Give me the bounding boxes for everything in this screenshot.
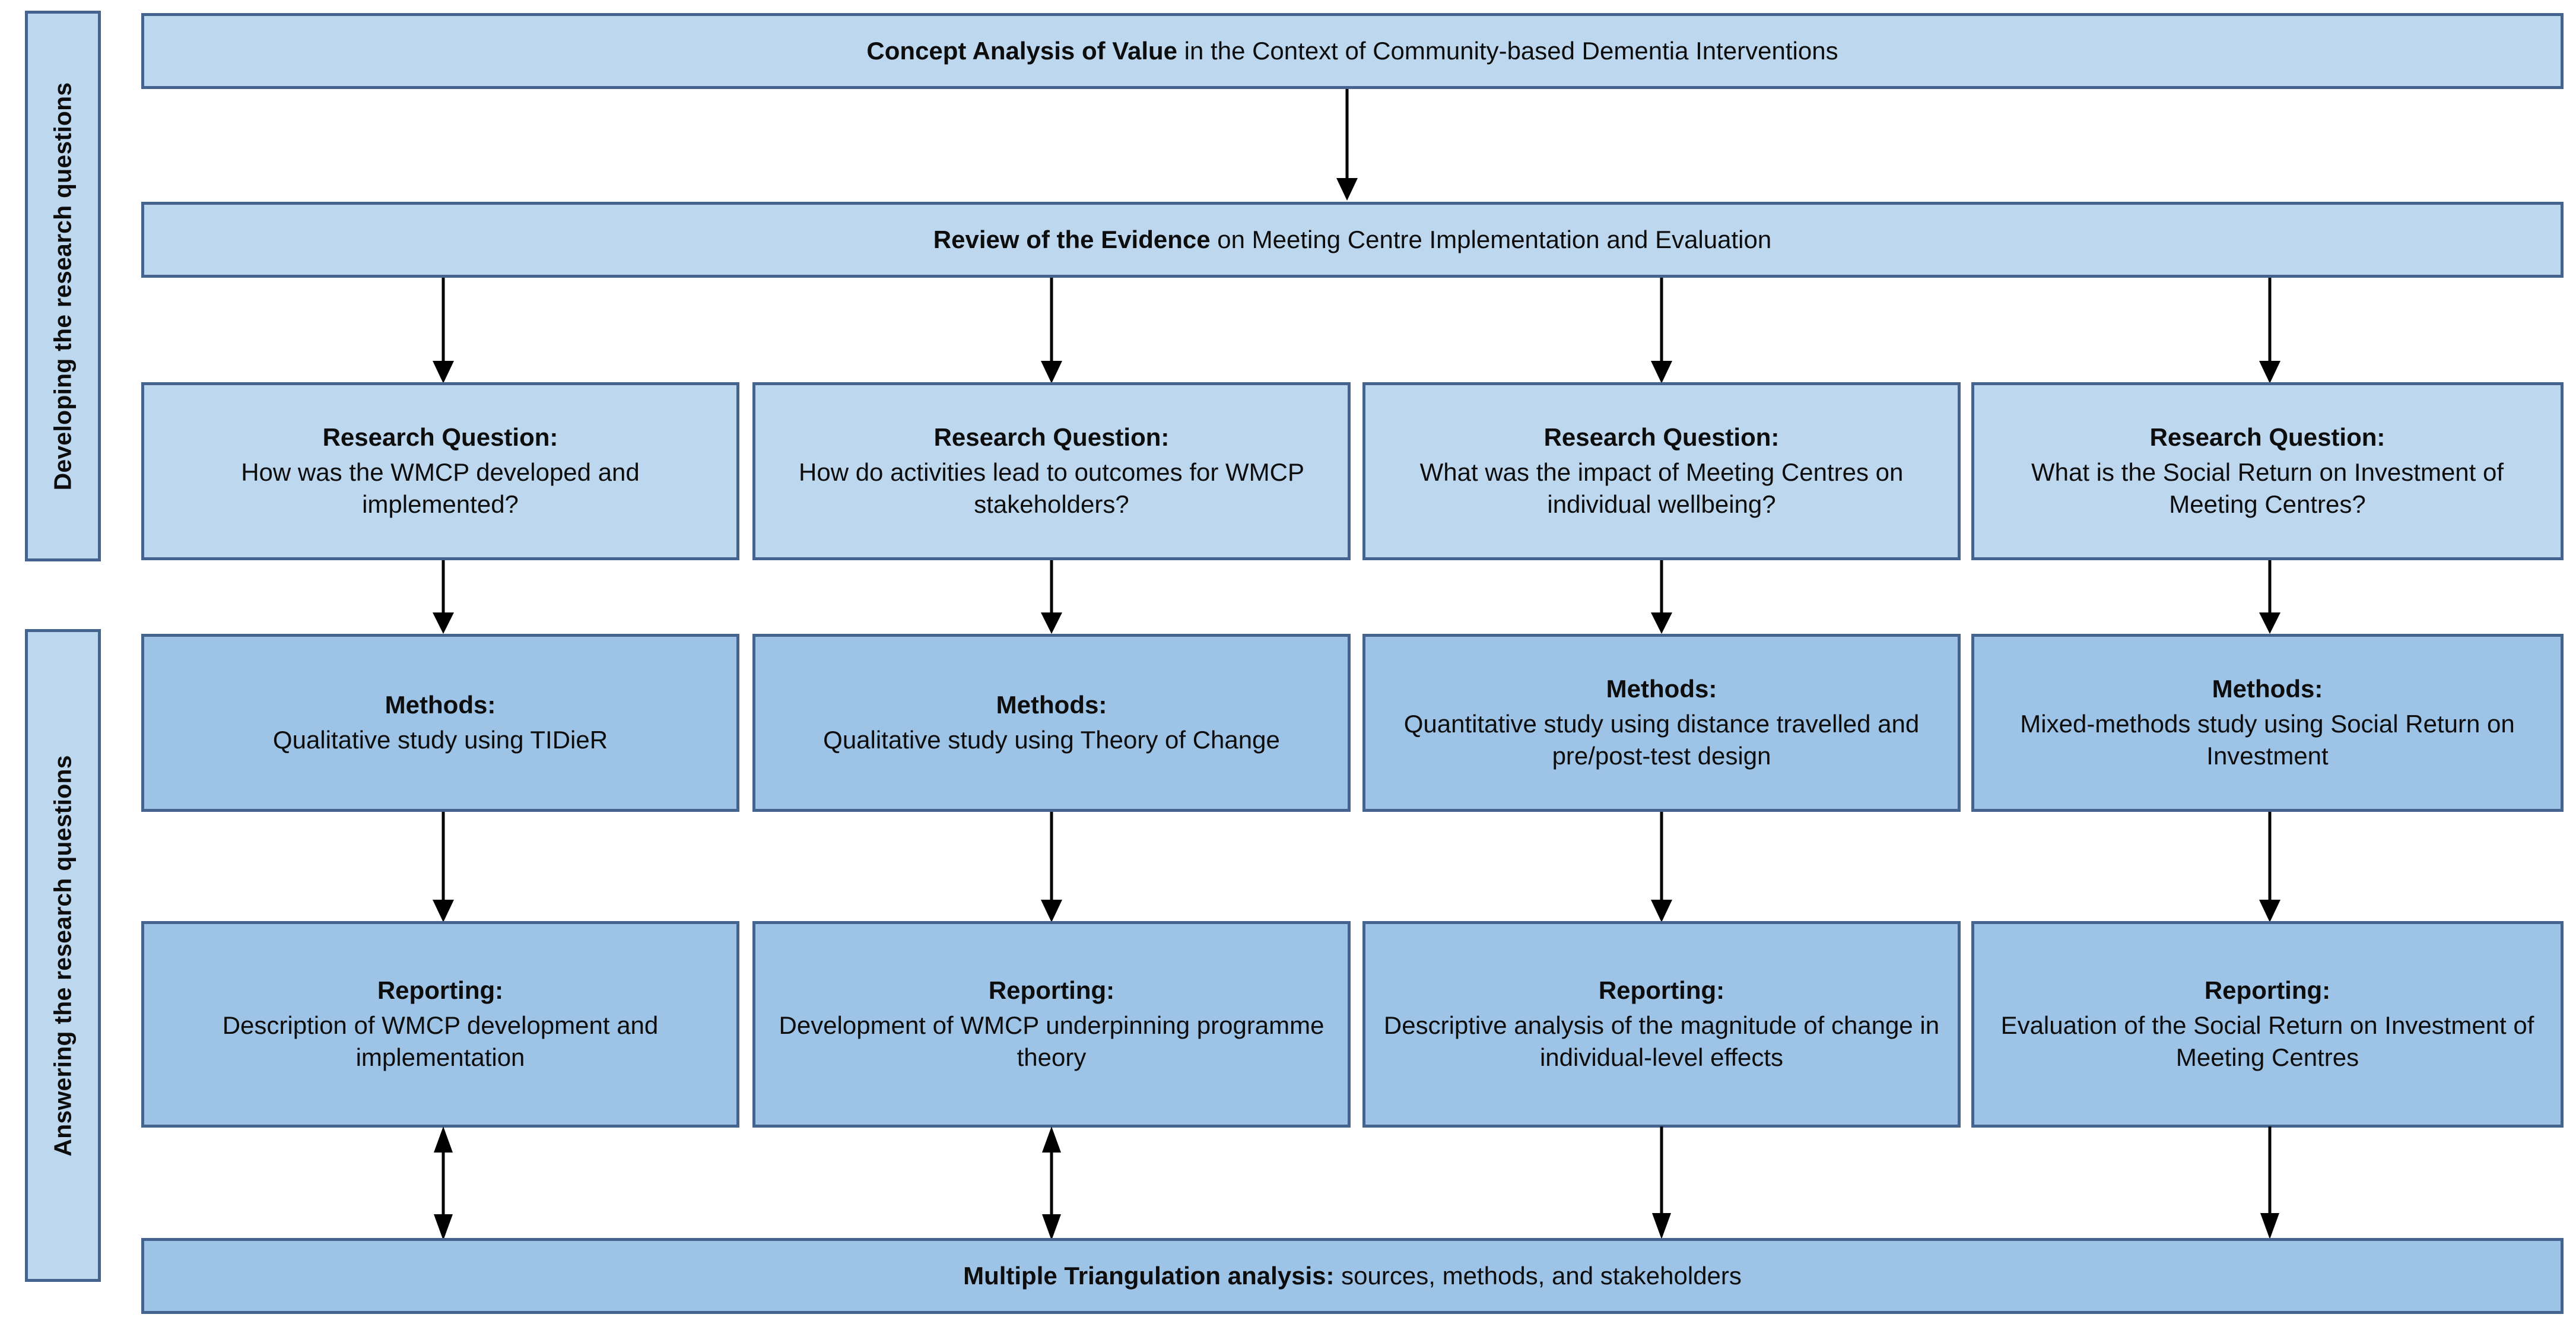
rail-developing-research-questions: Developing the research questions bbox=[25, 11, 101, 561]
rail-label-answering: Answering the research questions bbox=[49, 754, 77, 1157]
research-question-box-4: Research Question: What is the Social Re… bbox=[1971, 382, 2564, 560]
reporting-box-1: Reporting: Description of WMCP developme… bbox=[141, 921, 739, 1128]
connector-review-to-question-2 bbox=[1041, 278, 1062, 383]
arrowhead-down-icon bbox=[433, 612, 454, 634]
arrowhead-down-icon bbox=[1651, 612, 1672, 634]
methods-body-2: Qualitative study using Theory of Change bbox=[823, 726, 1280, 754]
methods-box-2: Methods: Qualitative study using Theory … bbox=[752, 634, 1351, 812]
methods-box-1: Methods: Qualitative study using TIDieR bbox=[141, 634, 739, 812]
connector-reporting-to-triangulation-4 bbox=[2260, 1126, 2279, 1239]
rail-label-developing: Developing the research questions bbox=[49, 82, 77, 490]
connector-question-to-methods-4 bbox=[2259, 560, 2280, 634]
arrowhead-down-icon bbox=[2259, 612, 2280, 634]
arrowhead-down-icon bbox=[433, 900, 454, 922]
arrowhead-down-icon bbox=[434, 1214, 453, 1240]
arrowhead-down-icon bbox=[433, 361, 454, 383]
research-question-body-3: What was the impact of Meeting Centres o… bbox=[1419, 458, 1904, 519]
connector-reporting-to-triangulation-2 bbox=[1042, 1126, 1061, 1240]
methods-heading-1: Methods: bbox=[385, 691, 496, 719]
methods-body-3: Quantitative study using distance travel… bbox=[1403, 709, 1920, 770]
connector-reporting-to-triangulation-1 bbox=[434, 1126, 453, 1240]
banner-triangulation-bold: Multiple Triangulation analysis: bbox=[963, 1261, 1335, 1290]
banner-multiple-triangulation: Multiple Triangulation analysis: sources… bbox=[141, 1238, 2564, 1314]
arrowhead-down-icon bbox=[2260, 1213, 2279, 1239]
arrowhead-down-icon bbox=[1651, 361, 1672, 383]
reporting-box-2: Reporting: Development of WMCP underpinn… bbox=[752, 921, 1351, 1128]
methods-heading-2: Methods: bbox=[996, 691, 1107, 719]
reporting-box-4: Reporting: Evaluation of the Social Retu… bbox=[1971, 921, 2564, 1128]
connector-methods-to-reporting-2 bbox=[1041, 812, 1062, 922]
reporting-body-2: Development of WMCP underpinning program… bbox=[779, 1011, 1324, 1072]
research-question-body-4: What is the Social Return on Investment … bbox=[2031, 458, 2504, 519]
arrowhead-down-icon bbox=[1042, 1214, 1061, 1240]
rail-answering-research-questions: Answering the research questions bbox=[25, 629, 101, 1282]
methods-body-1: Qualitative study using TIDieR bbox=[272, 726, 608, 754]
arrowhead-down-icon bbox=[1651, 900, 1672, 922]
arrowhead-down-icon bbox=[2259, 900, 2280, 922]
connector-review-to-question-1 bbox=[433, 278, 454, 383]
methods-heading-3: Methods: bbox=[1606, 675, 1717, 703]
connector-methods-to-reporting-3 bbox=[1651, 812, 1672, 922]
reporting-heading-2: Reporting: bbox=[988, 976, 1115, 1005]
arrowhead-up-icon bbox=[1042, 1126, 1061, 1153]
connector-reporting-to-triangulation-3 bbox=[1652, 1126, 1671, 1239]
research-question-body-1: How was the WMCP developed and implement… bbox=[241, 458, 640, 519]
reporting-heading-1: Reporting: bbox=[377, 976, 504, 1005]
banner-concept-analysis: Concept Analysis of Value in the Context… bbox=[141, 13, 2564, 89]
arrowhead-down-icon bbox=[1041, 900, 1062, 922]
reporting-body-3: Descriptive analysis of the magnitude of… bbox=[1383, 1011, 1940, 1072]
research-question-box-2: Research Question: How do activities lea… bbox=[752, 382, 1351, 560]
banner-concept-analysis-rest: in the Context of Community-based Dement… bbox=[1177, 36, 1838, 65]
research-question-box-1: Research Question: How was the WMCP deve… bbox=[141, 382, 739, 560]
connector-methods-to-reporting-4 bbox=[2259, 812, 2280, 922]
reporting-box-3: Reporting: Descriptive analysis of the m… bbox=[1362, 921, 1961, 1128]
research-question-body-2: How do activities lead to outcomes for W… bbox=[799, 458, 1304, 519]
research-question-heading-4: Research Question: bbox=[2149, 423, 2386, 452]
reporting-body-1: Description of WMCP development and impl… bbox=[222, 1011, 659, 1072]
reporting-heading-4: Reporting: bbox=[2204, 976, 2331, 1005]
connector-question-to-methods-1 bbox=[433, 560, 454, 634]
methods-heading-4: Methods: bbox=[2212, 675, 2323, 703]
arrowhead-down-icon bbox=[1041, 361, 1062, 383]
arrowhead-up-icon bbox=[434, 1126, 453, 1153]
arrowhead-down-icon bbox=[1041, 612, 1062, 634]
arrowhead-down-icon bbox=[2259, 361, 2280, 383]
connector-question-to-methods-3 bbox=[1651, 560, 1672, 634]
methods-body-4: Mixed-methods study using Social Return … bbox=[2020, 709, 2515, 770]
banner-triangulation-rest: sources, methods, and stakeholders bbox=[1334, 1261, 1742, 1290]
methods-box-3: Methods: Quantitative study using distan… bbox=[1362, 634, 1961, 812]
connector-question-to-methods-2 bbox=[1041, 560, 1062, 634]
research-question-heading-1: Research Question: bbox=[322, 423, 558, 452]
research-question-heading-2: Research Question: bbox=[933, 423, 1170, 452]
connector-methods-to-reporting-1 bbox=[433, 812, 454, 922]
banner-review-of-evidence: Review of the Evidence on Meeting Centre… bbox=[141, 202, 2564, 278]
reporting-body-4: Evaluation of the Social Return on Inves… bbox=[2000, 1011, 2534, 1072]
methods-box-4: Methods: Mixed-methods study using Socia… bbox=[1971, 634, 2564, 812]
banner-review-rest: on Meeting Centre Implementation and Eva… bbox=[1210, 225, 1772, 253]
connector-review-to-question-4 bbox=[2259, 278, 2280, 383]
reporting-heading-3: Reporting: bbox=[1598, 976, 1725, 1005]
connector-review-to-question-3 bbox=[1651, 278, 1672, 383]
banner-review-bold: Review of the Evidence bbox=[933, 225, 1211, 253]
connector-concept-to-review bbox=[1336, 89, 1358, 201]
banner-concept-analysis-bold: Concept Analysis of Value bbox=[866, 36, 1178, 65]
research-question-box-3: Research Question: What was the impact o… bbox=[1362, 382, 1961, 560]
research-question-heading-3: Research Question: bbox=[1543, 423, 1780, 452]
arrowhead-down-icon bbox=[1652, 1213, 1671, 1239]
arrowhead-down-icon bbox=[1336, 178, 1358, 201]
